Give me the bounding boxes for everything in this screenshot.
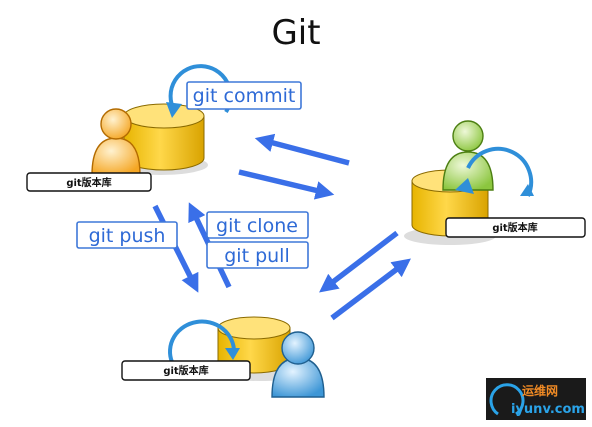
git-commit-label: git commit [193,85,296,107]
repo-label-box [445,217,586,238]
watermark-line2: iyunv.com [511,402,585,417]
cycle-arrow-icon [455,146,534,197]
database-icon [123,103,205,171]
repo-bottom: git版本库 [121,316,325,398]
repo-label: git版本库 [163,364,208,377]
git-clone-command: git clone [206,211,309,239]
repo-label-box [26,172,152,192]
person-orange-icon [91,108,141,176]
arrow-topleft-to-right [238,169,335,200]
cycle-arrow-icon [168,319,240,363]
repo-label: git版本库 [492,221,537,234]
person-green-icon [442,120,494,191]
git-clone-label: git clone [216,215,298,237]
arrow-bottom-to-right [330,258,411,321]
repo-label-box [121,360,251,381]
arrow-right-to-topleft [254,133,350,166]
arrow-right-to-bottom [319,230,399,293]
person-blue-icon [271,331,325,398]
diagram-title: Git [271,13,320,53]
git-push-command: git push [76,221,178,249]
logo-ring-icon [489,383,525,416]
watermark-logo: 运维网 iyunv.com [486,378,586,420]
repo-top-left: git版本库 [26,64,233,192]
git-commit-command: git commit [186,81,302,110]
watermark-line1: 运维网 [522,383,558,398]
git-pull-command: git pull [206,241,309,269]
git-push-label: git push [89,225,166,247]
git-pull-label: git pull [224,245,290,267]
repo-right: git版本库 [404,120,586,245]
repo-label: git版本库 [66,176,111,189]
